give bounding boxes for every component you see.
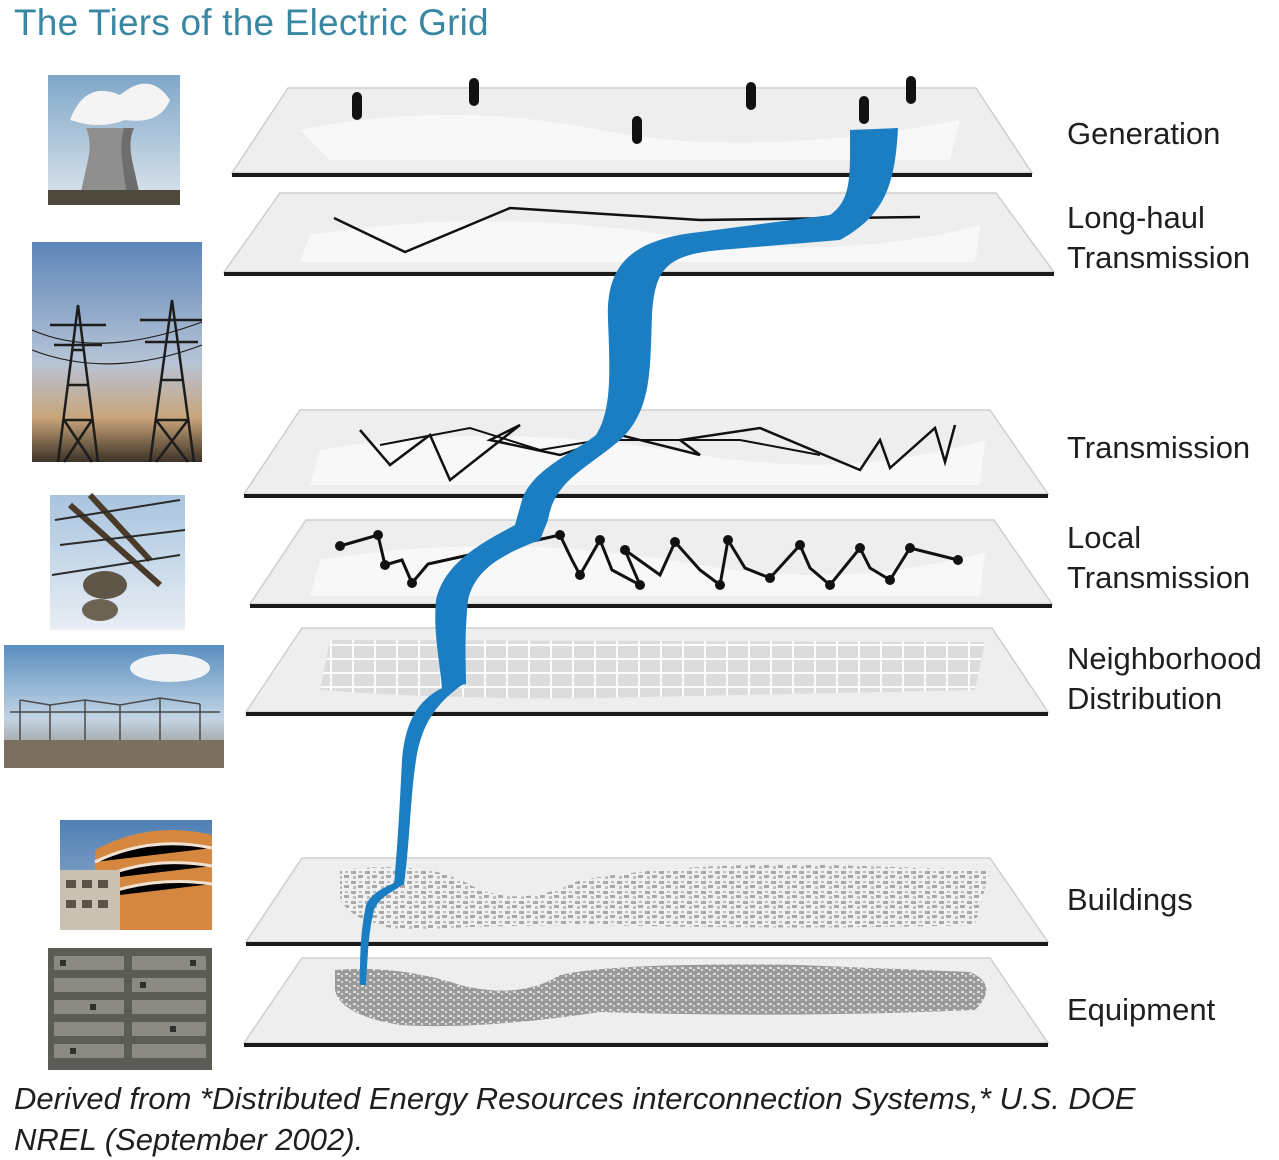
caption-line-2: NREL (September 2002). [14, 1122, 364, 1157]
grid-tiers-diagram [4, 75, 1056, 1070]
label-buildings: Buildings [1067, 882, 1193, 917]
label-neighborhood-distribution: Neighborhood Distribution [1067, 641, 1262, 716]
long-haul-line [333, 206, 921, 254]
equipment-map [335, 964, 987, 1027]
utility-pole-photo [50, 492, 186, 630]
generation-plane [230, 76, 1034, 177]
equipment-plane [242, 957, 1050, 1047]
power-plant-markers [352, 76, 916, 144]
transmission-towers-photo [31, 242, 203, 463]
local-transmission-plane [248, 519, 1054, 608]
local-transmission-network [335, 530, 963, 590]
figure-caption: Derived from *Distributed Energy Resourc… [14, 1078, 1264, 1160]
label-generation: Generation [1067, 116, 1221, 151]
neighborhood-distribution-plane [244, 627, 1050, 716]
transmission-plane [242, 409, 1050, 498]
neighborhood-street-grid [320, 640, 985, 699]
label-long-haul-transmission: Long-haul Transmission [1067, 200, 1251, 275]
substation-photo [4, 645, 224, 768]
label-equipment: Equipment [1067, 992, 1216, 1027]
figure-title: The Tiers of the Electric Grid [14, 2, 489, 43]
cooling-tower-photo [48, 75, 180, 205]
buildings-plane [244, 857, 1050, 946]
transmission-network-lines [359, 423, 957, 482]
label-local-transmission: Local Transmission [1067, 520, 1251, 595]
building-photo [60, 820, 213, 930]
buildings-map [340, 864, 990, 930]
label-transmission: Transmission [1067, 430, 1251, 465]
equipment-photo [48, 948, 212, 1070]
caption-line-1: Derived from *Distributed Energy Resourc… [14, 1081, 1136, 1116]
power-flow-path [360, 128, 898, 985]
